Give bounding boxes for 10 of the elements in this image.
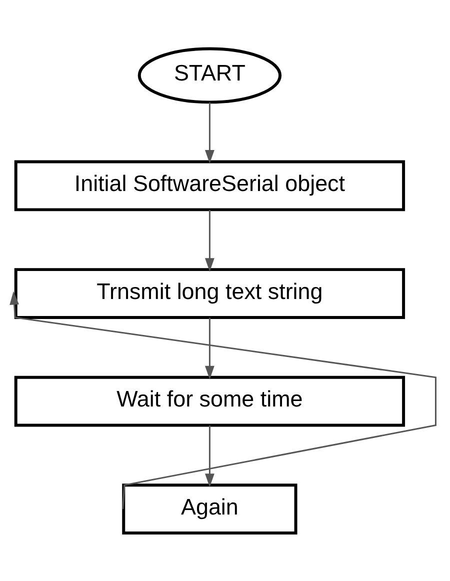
arrow [10, 290, 436, 509]
node-box: Wait for some time [14, 375, 406, 426]
arrow [204, 209, 214, 272]
arrow [204, 102, 214, 163]
node-ellipse: START [138, 46, 282, 104]
arrow [204, 425, 214, 487]
node-box: Trnsmit long text string [14, 268, 406, 318]
node-box: Initial SoftwareSerial object [14, 160, 406, 211]
node-box: Again [122, 483, 298, 534]
arrow [204, 317, 214, 379]
